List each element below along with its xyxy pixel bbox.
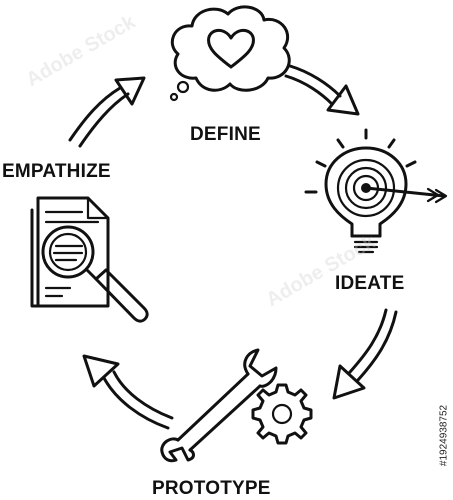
document-magnifier-icon xyxy=(30,196,149,323)
arrow-prototype-to-empathize xyxy=(82,354,174,430)
stage-label-define: DEFINE xyxy=(190,124,261,145)
arrow-ideate-to-prototype xyxy=(332,308,398,400)
arrow-empathize-to-define xyxy=(68,76,146,148)
wrench-gear-icon xyxy=(160,348,313,463)
lightbulb-target-icon xyxy=(304,128,448,254)
stage-label-prototype: PROTOTYPE xyxy=(152,478,271,499)
arrow-define-to-ideate xyxy=(284,64,360,116)
stock-id-number: #1924938752 xyxy=(438,404,450,467)
stage-label-empathize: EMPATHIZE xyxy=(2,161,111,182)
heart-cloud-icon xyxy=(169,5,291,102)
stage-label-ideate: IDEATE xyxy=(335,273,405,294)
